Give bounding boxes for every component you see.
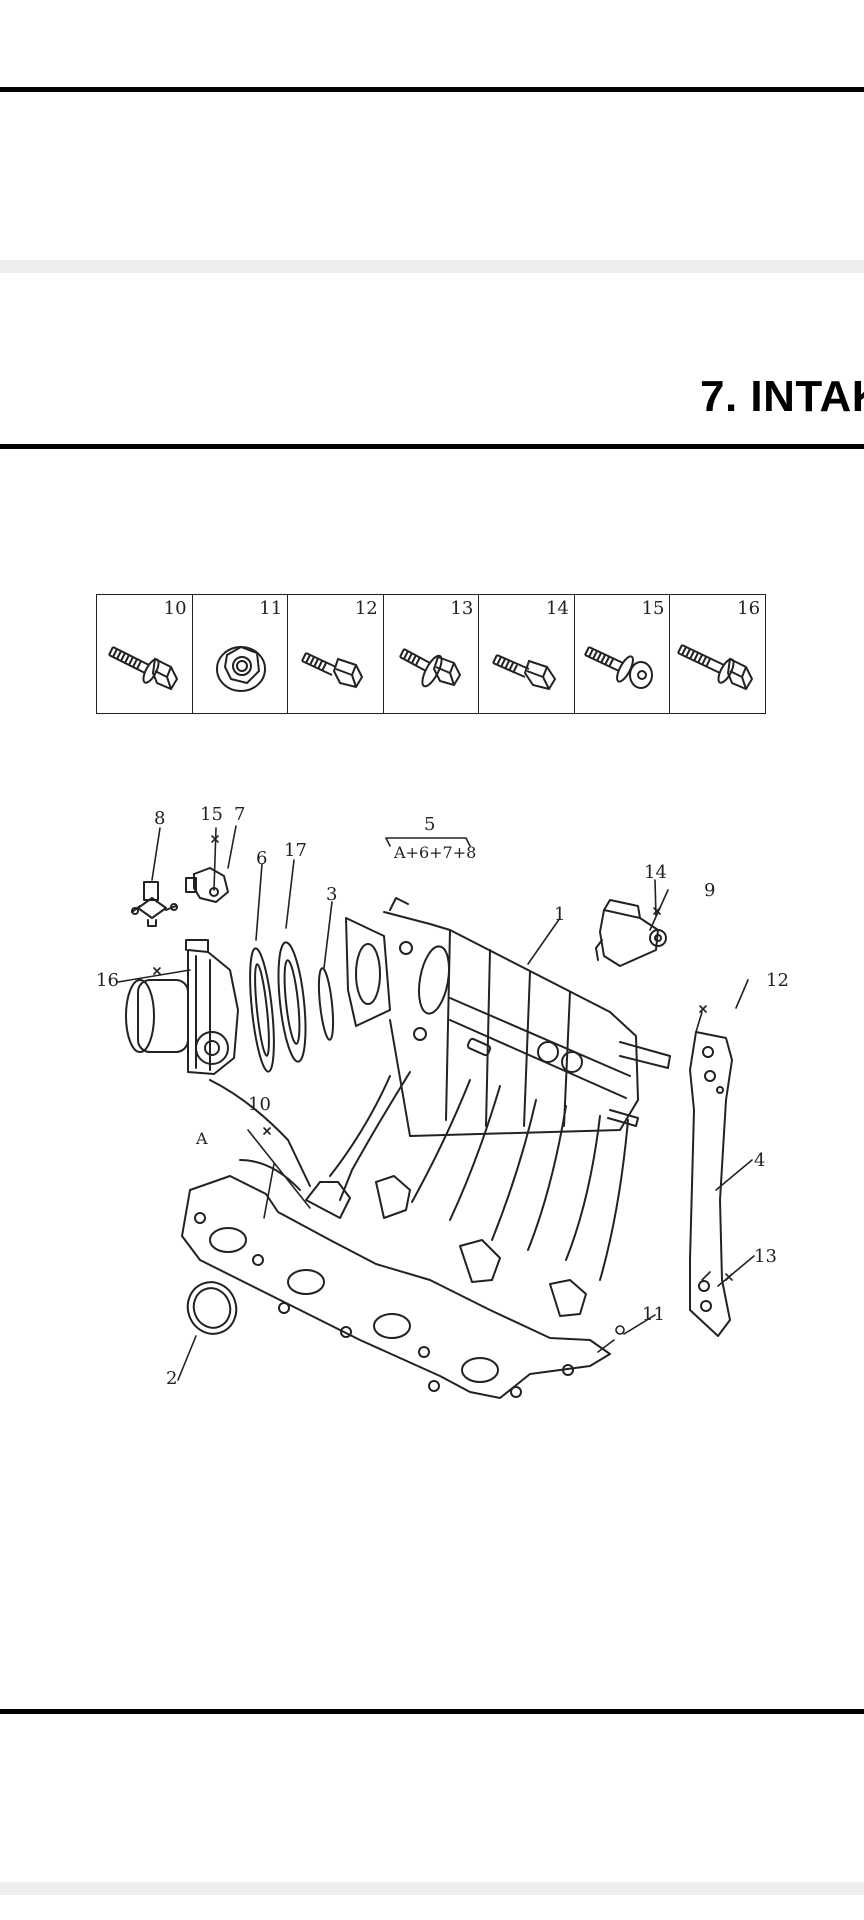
manifold-gasket-part [186, 1281, 238, 1335]
hex-flange-bolt-icon [108, 646, 179, 691]
washer-bolt-icon [398, 648, 461, 688]
throttle-body-gaskets [249, 941, 335, 1073]
hex-bolt-icon [301, 652, 364, 689]
fastener-number: 11 [259, 598, 283, 619]
callout-1: 1 [554, 904, 565, 925]
fastener-marks [153, 835, 733, 1335]
idle-air-control-valve-part [131, 881, 178, 927]
intake-manifold-part [181, 897, 671, 1399]
section-title: 7. INTAK [700, 372, 864, 421]
callout-A: A [195, 1129, 208, 1148]
fastener-cell-15: 15 [575, 595, 671, 713]
callout-3: 3 [326, 884, 337, 905]
fastener-number: 10 [163, 598, 187, 619]
flange-nut-icon [215, 645, 266, 692]
fastener-number: 16 [737, 598, 761, 619]
short-hex-bolt-icon [492, 654, 557, 691]
fastener-table: 10 11 12 [96, 594, 766, 714]
fastener-cell-11: 11 [193, 595, 289, 713]
callout-8: 8 [154, 808, 165, 829]
callout-17: 17 [284, 840, 307, 861]
fastener-cell-10: 10 [97, 595, 193, 713]
callout-5: 5 [424, 814, 435, 835]
long-flange-bolt-icon [677, 644, 754, 691]
fastener-cell-16: 16 [670, 595, 765, 713]
fastener-number: 13 [450, 598, 474, 619]
page-gap-band-1 [0, 260, 864, 273]
callout-10: 10 [248, 1094, 271, 1115]
callout-16: 16 [96, 970, 119, 991]
top-rule [0, 87, 864, 92]
callout-2: 2 [166, 1368, 177, 1389]
callout-15: 15 [200, 804, 223, 825]
header-rule [0, 444, 864, 449]
throttle-body-part [125, 939, 239, 1075]
callout-14: 14 [644, 862, 667, 883]
map-sensor-part [595, 899, 667, 967]
socket-head-bolt-icon [583, 646, 653, 689]
intake-manifold-exploded-diagram: 8 15 7 6 17 3 5 A+6+7+8 1 14 9 12 4 13 1… [96, 804, 789, 1399]
callout-5-formula: A+6+7+8 [393, 843, 476, 862]
throttle-position-sensor-part [185, 867, 229, 903]
callout-6: 6 [256, 848, 267, 869]
callout-9: 9 [704, 880, 715, 901]
fastener-number: 14 [545, 598, 569, 619]
fastener-number: 15 [641, 598, 665, 619]
page-gap-band-2 [0, 1882, 864, 1895]
callout-7: 7 [234, 804, 245, 825]
callout-13: 13 [754, 1246, 777, 1267]
callout-4: 4 [754, 1150, 765, 1171]
callout-12: 12 [766, 970, 789, 991]
fastener-cell-14: 14 [479, 595, 575, 713]
fastener-number: 12 [354, 598, 378, 619]
callout-11: 11 [642, 1304, 665, 1325]
fastener-cell-13: 13 [384, 595, 480, 713]
fastener-cell-12: 12 [288, 595, 384, 713]
footer-rule [0, 1709, 864, 1714]
manifold-support-bracket-part [689, 1031, 733, 1337]
